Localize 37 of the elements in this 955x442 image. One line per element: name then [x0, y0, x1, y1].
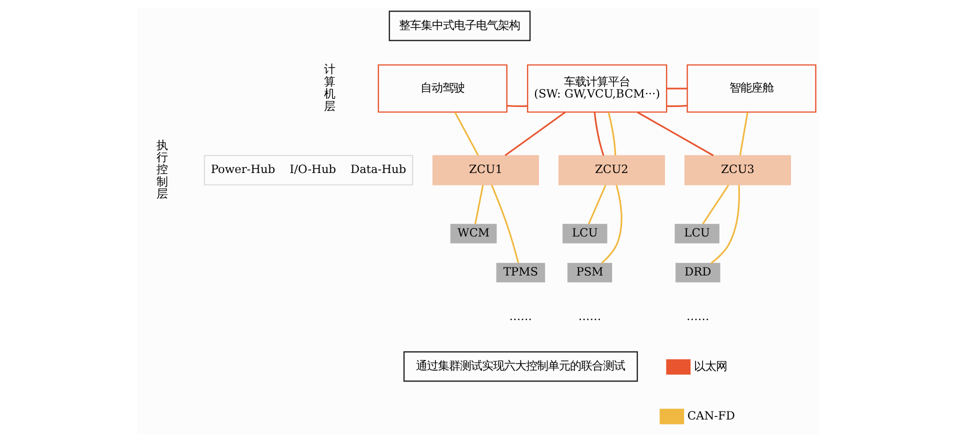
node-box: ZCU3: [684, 155, 790, 186]
connector: [506, 104, 527, 107]
node-box: 自动驾驶: [377, 64, 507, 113]
connector: [607, 112, 616, 156]
node-box: Power-Hub I/O-Hub Data-Hub: [203, 154, 413, 186]
connector: [702, 184, 729, 224]
node-box: DRD: [675, 262, 720, 282]
connector: [636, 112, 714, 156]
node-box: PSM: [566, 262, 612, 282]
node-box: ZCU2: [558, 155, 664, 186]
connector: [504, 112, 566, 156]
legend-label: CAN-FD: [686, 408, 735, 423]
node-box: TPMS: [496, 262, 545, 282]
node-box: 通过集群测试实现六大控制单元的联合测试: [402, 351, 638, 382]
node-box: LCU: [674, 224, 719, 244]
node-box: 智能座舱: [686, 64, 816, 113]
node-box: LCU: [562, 224, 607, 244]
connector: [600, 184, 622, 264]
node-box: ZCU1: [432, 155, 538, 186]
legend-label: 以太网: [693, 358, 726, 373]
connector: [490, 184, 519, 264]
connector: [587, 184, 606, 224]
connector: [666, 104, 687, 107]
label: 计算机层: [324, 62, 335, 113]
connector: [738, 112, 748, 156]
node-box: 整车集中式电子电气架构: [388, 10, 530, 42]
label: ……: [686, 308, 709, 323]
connector: [710, 185, 740, 264]
label: ……: [578, 308, 601, 323]
connector: [474, 184, 484, 224]
label: ……: [508, 308, 532, 323]
connector: [593, 112, 604, 156]
connector: [454, 112, 478, 156]
connector: [666, 88, 687, 90]
node-box: 车载计算平台 (SW: GW,VCU,BCM···): [526, 64, 667, 113]
label: 执行控制层: [156, 138, 168, 201]
node-box: WCM: [450, 224, 496, 244]
